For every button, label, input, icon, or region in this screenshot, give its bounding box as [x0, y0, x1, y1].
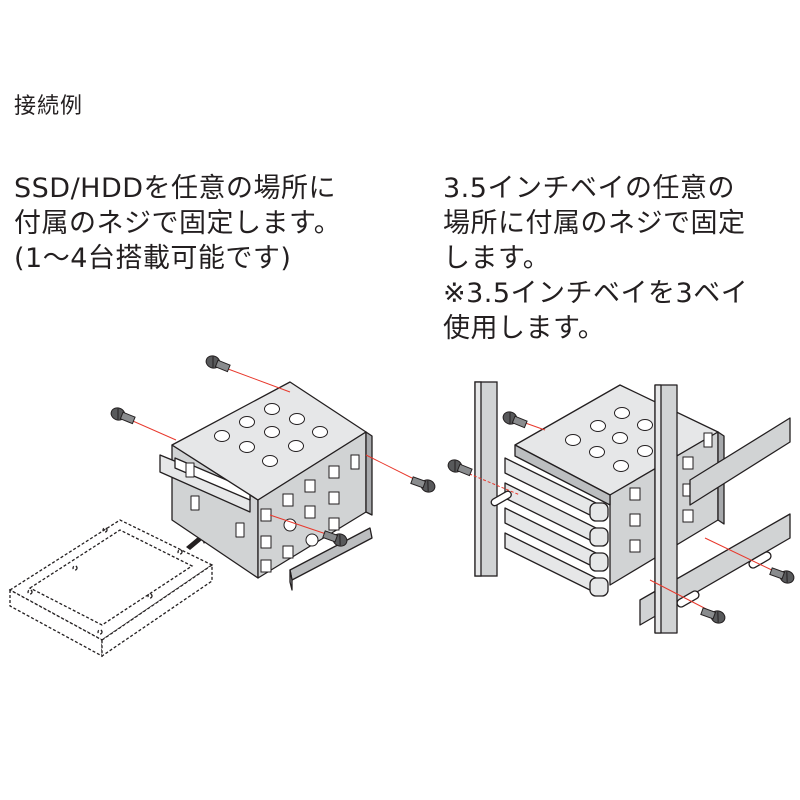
left-figure [8, 353, 438, 658]
left-bracket-cage [159, 381, 373, 591]
drive-stack [504, 457, 609, 597]
left-rail-post [474, 381, 498, 577]
ssd-hdd-drive [8, 519, 214, 658]
left-caption: SSD/HDDを任意の場所に 付属のネジで固定します。 (1～4台搭載可能です) [14, 173, 342, 274]
left-front-holes [260, 454, 360, 573]
right-caption: 3.5インチベイの任意の 場所に付属のネジで固定 します。 ※3.5インチベイを… [443, 173, 749, 344]
page-heading: 接続例 [14, 94, 84, 119]
right-rails [490, 384, 791, 634]
right-figure [445, 381, 797, 634]
